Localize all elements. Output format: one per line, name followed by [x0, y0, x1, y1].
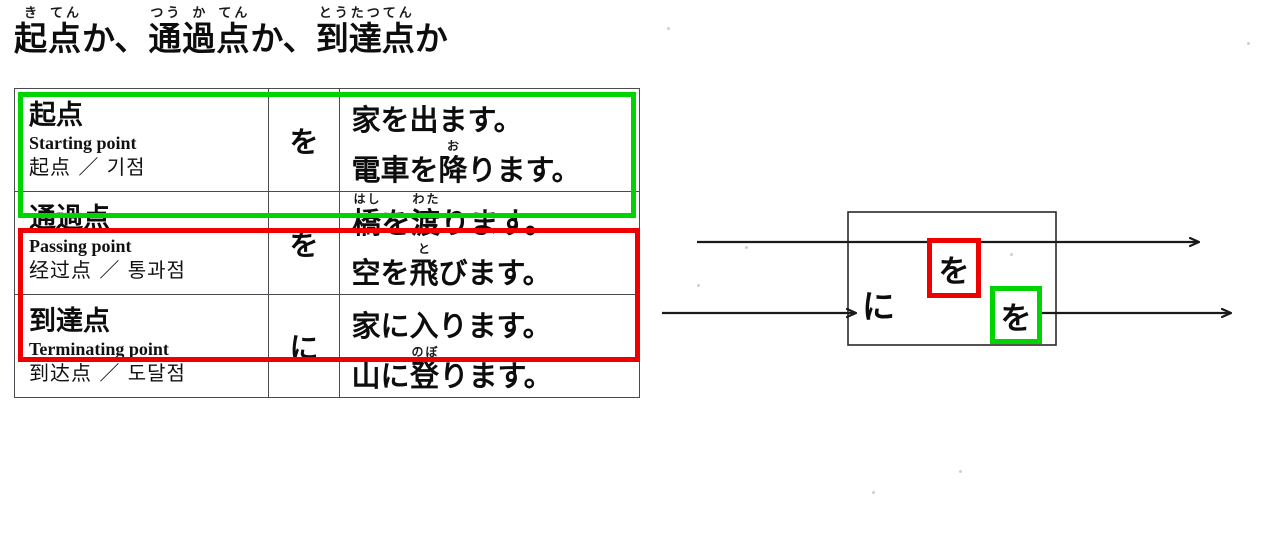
furigana: とうたつてん	[318, 6, 415, 21]
kanji: 点	[216, 19, 250, 58]
ruby-group: のぼ 登	[410, 345, 440, 393]
particle-label: に	[289, 331, 319, 365]
title-segment: とうたつてん 到達点	[316, 6, 415, 57]
kanji: 点	[48, 19, 81, 58]
example-sentence: はし 橋 を わた 渡 ります。	[352, 192, 639, 240]
kanji: 橋	[352, 206, 382, 240]
furigana: つう	[150, 6, 183, 21]
title-segment: つう 通	[147, 6, 182, 57]
sentence-text: ります。	[440, 206, 554, 240]
table-row: 起点 Starting point 起点 ／ 기점 を 家を出ます。 電車を お	[13, 88, 641, 192]
furigana: か	[192, 6, 209, 21]
example-sentence: 空を と 飛 びます。	[351, 242, 639, 290]
scan-speck	[667, 27, 670, 30]
furigana: わた	[412, 192, 441, 206]
kanji: 到達点	[315, 19, 415, 58]
title-segment: てん 点	[47, 6, 82, 57]
term-cell-terminating-point: 到達点 Terminating point 到达点 ／ 도달점	[13, 294, 270, 398]
kanji: 飛	[409, 256, 439, 290]
furigana: てん	[50, 6, 83, 21]
term-chinese-korean: 到达点 ／ 도달점	[29, 361, 186, 385]
title-punctuation: か、	[82, 19, 148, 58]
examples-cell-terminating-point: 家に入ります。 山に のぼ 登 ります。	[338, 294, 641, 398]
sentence-text: 空を	[351, 256, 410, 290]
ruby-group: お 降	[439, 139, 468, 187]
furigana: き	[23, 6, 40, 21]
title-suffix: か	[414, 19, 448, 58]
example-sentence: 家を出ます。	[352, 93, 639, 137]
sentence-text: ります。	[467, 153, 581, 187]
scan-speck	[697, 284, 700, 287]
particle-cell-starting-point: を	[268, 88, 340, 192]
ruby-group: はし 橋	[352, 192, 382, 240]
title-segment: か 過	[182, 6, 215, 57]
term-cell-passing-point: 通過点 Passing point 经过点 ／ 통과점	[13, 191, 270, 295]
kanji: 登	[410, 359, 440, 393]
term-chinese-korean: 经过点 ／ 통과점	[29, 258, 186, 282]
diagram-particle-wo-passing: を	[927, 238, 981, 298]
diagram-particle-wo-starting: を	[990, 286, 1042, 344]
scan-speck	[745, 246, 748, 249]
examples-cell-passing-point: はし 橋 を わた 渡 ります。 空を と	[338, 191, 641, 295]
sentence-text: ります。	[439, 359, 553, 393]
kanji: 起	[14, 19, 47, 58]
scan-speck	[959, 470, 962, 473]
term-japanese: 通過点	[29, 203, 110, 234]
kanji: 過	[182, 19, 216, 58]
particle-label: を	[289, 228, 319, 262]
furigana: と	[418, 242, 433, 256]
term-chinese-korean: 起点 ／ 기점	[29, 155, 146, 179]
sentence-text: を	[381, 206, 411, 240]
furigana: お	[447, 139, 462, 153]
title-segment: き 起	[14, 6, 47, 57]
example-sentence: 家に入ります。	[352, 299, 639, 343]
term-cell-starting-point: 起点 Starting point 起点 ／ 기점	[13, 88, 270, 192]
title-punctuation: か、	[250, 19, 316, 58]
term-japanese: 起点	[29, 100, 83, 131]
table-row: 到達点 Terminating point 到达点 ／ 도달점 に 家に入ります…	[13, 294, 641, 398]
kanji: 降	[438, 153, 468, 187]
example-sentence: 電車を お 降 ります。	[351, 139, 639, 187]
furigana: のぼ	[411, 345, 440, 359]
kanji: 通	[148, 19, 182, 58]
scan-speck	[1010, 253, 1013, 256]
scan-speck	[1247, 42, 1250, 45]
particle-flow-diagram: に を を	[650, 190, 1270, 380]
sentence-text: 山に	[351, 359, 410, 393]
region-rectangle	[847, 211, 1057, 346]
scan-speck	[872, 491, 875, 494]
furigana: はし	[353, 192, 382, 206]
furigana: てん	[218, 6, 251, 21]
title-segment: てん 点	[215, 6, 250, 57]
table-row: 通過点 Passing point 经过点 ／ 통과점 を はし 橋 を	[13, 191, 641, 295]
particle-label: を	[289, 125, 319, 159]
sentence-text: びます。	[438, 256, 552, 290]
grammar-table: 起点 Starting point 起点 ／ 기점 を 家を出ます。 電車を お	[13, 88, 641, 398]
sentence-text: 家を出ます。	[351, 103, 523, 137]
example-sentence: 山に のぼ 登 ります。	[351, 345, 639, 393]
particle-cell-terminating-point: に	[268, 294, 340, 398]
ruby-group: と 飛	[410, 242, 439, 290]
particle-cell-passing-point: を	[268, 191, 340, 295]
sentence-text: 家に入ります。	[351, 309, 552, 343]
examples-cell-starting-point: 家を出ます。 電車を お 降 ります。	[338, 88, 641, 192]
diagram-particle-ni: に	[862, 287, 895, 326]
ruby-group: わた 渡	[411, 192, 441, 240]
term-japanese: 到達点	[29, 306, 110, 337]
page-title: き 起 てん 点 か、 つう 通 か 過 てん 点 か、 とうたつてん 到達点 …	[14, 6, 448, 57]
term-english: Terminating point	[29, 339, 169, 359]
sentence-text: 電車を	[351, 153, 439, 187]
kanji: 渡	[411, 206, 441, 240]
term-english: Passing point	[29, 236, 132, 256]
term-english: Starting point	[29, 133, 137, 153]
